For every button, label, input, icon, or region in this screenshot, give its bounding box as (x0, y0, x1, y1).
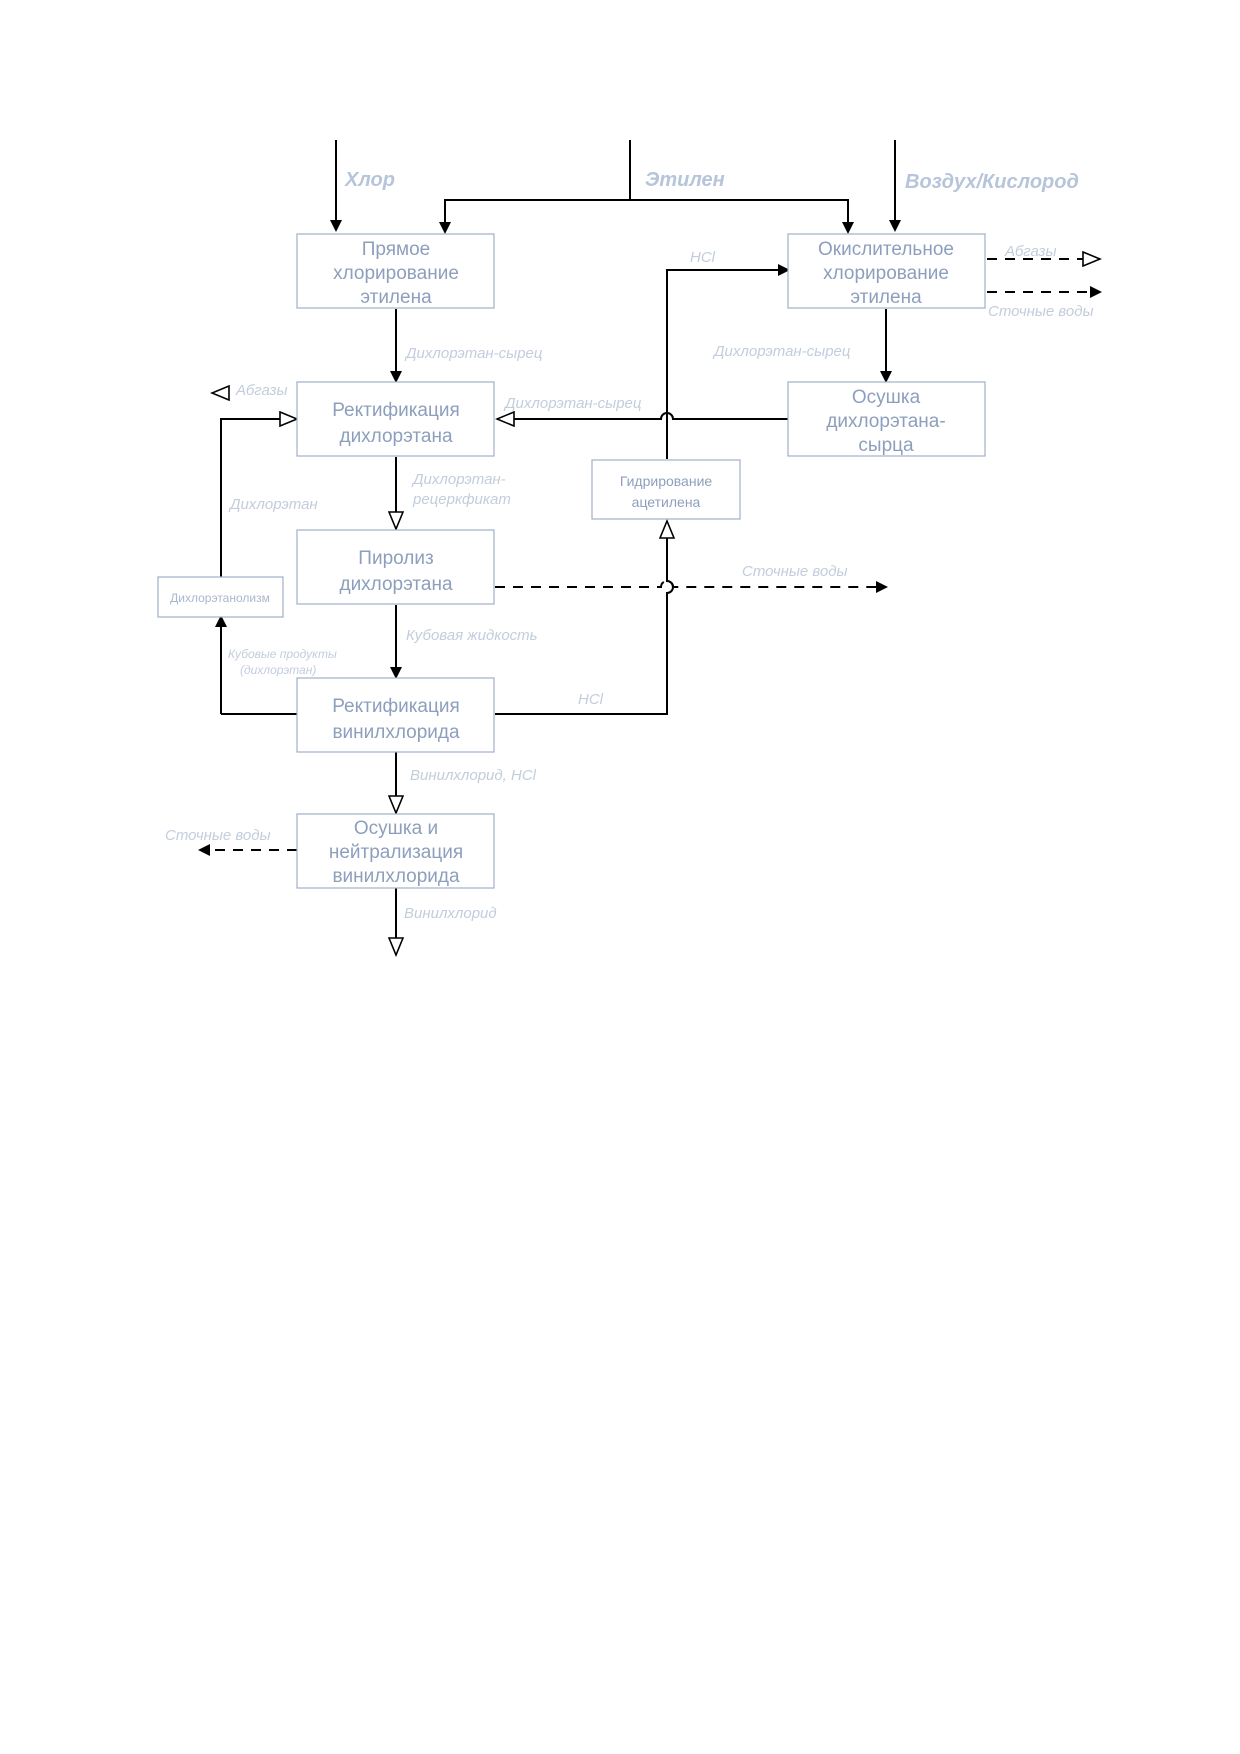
chlorine-input-label: Хлор (344, 169, 395, 191)
edc-recycle-label: Дихлорэтан (228, 496, 318, 513)
edc-raw-left-label: Дихлорэтан-сырец (404, 345, 543, 362)
air-oxygen-input-label: Воздух/Кислород (905, 171, 1079, 193)
edc-pyrolysis-box: Пиролиз дихлорэтана (296, 529, 495, 605)
edc-rectification-line-1: Ректификация (332, 400, 460, 421)
vcm-drying-line-1: Осушка и (354, 818, 438, 839)
hydrogenation-to-oxy-line (666, 269, 785, 459)
bottoms-label: Кубовая жидкость (406, 627, 538, 644)
vcm-rectification-line-1: Ректификация (332, 696, 460, 717)
chloroorganics-box: Дихлорэтанолизм (157, 576, 284, 618)
edc-drying-box: Осушка дихлорэтана- сырца (787, 381, 986, 457)
bottoms-small-label-1: Кубовые продукты (228, 647, 337, 661)
pyrolysis-wastewater-line (495, 580, 870, 588)
vcm-wastewater-label: Сточные воды (165, 827, 271, 844)
vcm-hcl-label: Винилхлорид, HCl (410, 767, 537, 784)
bottoms-small-label-2: (дихлорэтан) (240, 663, 316, 677)
oxychlorination-line-3: этилена (850, 287, 922, 308)
vcm-drying-line-3: винилхлорида (332, 866, 460, 887)
ethylene-input-label: Этилен (645, 169, 725, 191)
edc-raw-mid-label: Дихлорэтан-сырец (503, 395, 642, 412)
vcm-rectification-box: Ректификация винилхлорида (296, 677, 495, 753)
acetylene-hydrogenation-box: Гидрирование ацетилена (591, 459, 741, 520)
edc-rectification-box: Ректификация дихлорэтана (296, 381, 495, 457)
direct-chlorination-line-2: хлорирование (333, 263, 459, 284)
pyrolysis-line-2: дихлорэтана (339, 574, 452, 595)
edc-raw-right-label: Дихлорэтан-сырец (712, 343, 851, 360)
direct-chlorination-line-1: Прямое (362, 239, 431, 260)
vcm-rectification-line-2: винилхлорида (332, 722, 460, 743)
direct-chlorination-box: Прямое хлорирование этилена (296, 233, 495, 309)
edc-drying-line-2: дихлорэтана- (826, 411, 945, 432)
pyrolysis-line-1: Пиролиз (358, 548, 433, 569)
rect-vent-label: Абгазы (235, 382, 288, 399)
hcl-top-label: HCl (690, 249, 716, 266)
hcl-recycle-line (495, 535, 674, 715)
edc-vcm-label-1: Дихлорэтан- (411, 471, 506, 488)
edc-vcm-label-2: рецеркфикат (412, 491, 511, 508)
edc-drying-line-3: сырца (858, 435, 914, 456)
oxychlorination-box: Окислительное хлорирование этилена (787, 233, 986, 309)
oxychlorination-line-1: Окислительное (818, 239, 954, 260)
edc-rectification-line-2: дихлорэтана (339, 426, 452, 447)
ethylene-distribution-line (444, 199, 849, 230)
hydrogenation-line-1: Гидрирование (620, 473, 713, 489)
vcm-drying-box: Осушка и нейтрализация винилхлорида (296, 813, 495, 889)
vcm-product-label: Винилхлорид (404, 905, 497, 922)
oxy-wastewater-label: Сточные воды (988, 303, 1094, 320)
hcl-bottom-label: HCl (578, 691, 604, 708)
hydrogenation-line-2: ацетилена (632, 494, 701, 510)
edc-drying-line-1: Осушка (852, 387, 921, 408)
chloro-to-rect-line (220, 418, 280, 577)
pyrolysis-wastewater-label: Сточные воды (742, 563, 848, 580)
oxychlorination-line-2: хлорирование (823, 263, 949, 284)
vcm-drying-line-2: нейтрализация (329, 842, 463, 863)
drying-to-rect-line (514, 412, 788, 420)
direct-chlorination-line-3: этилена (360, 287, 432, 308)
oxy-vent-label: Абгазы (1004, 243, 1057, 260)
chloroorganics-label: Дихлорэтанолизм (170, 591, 270, 605)
